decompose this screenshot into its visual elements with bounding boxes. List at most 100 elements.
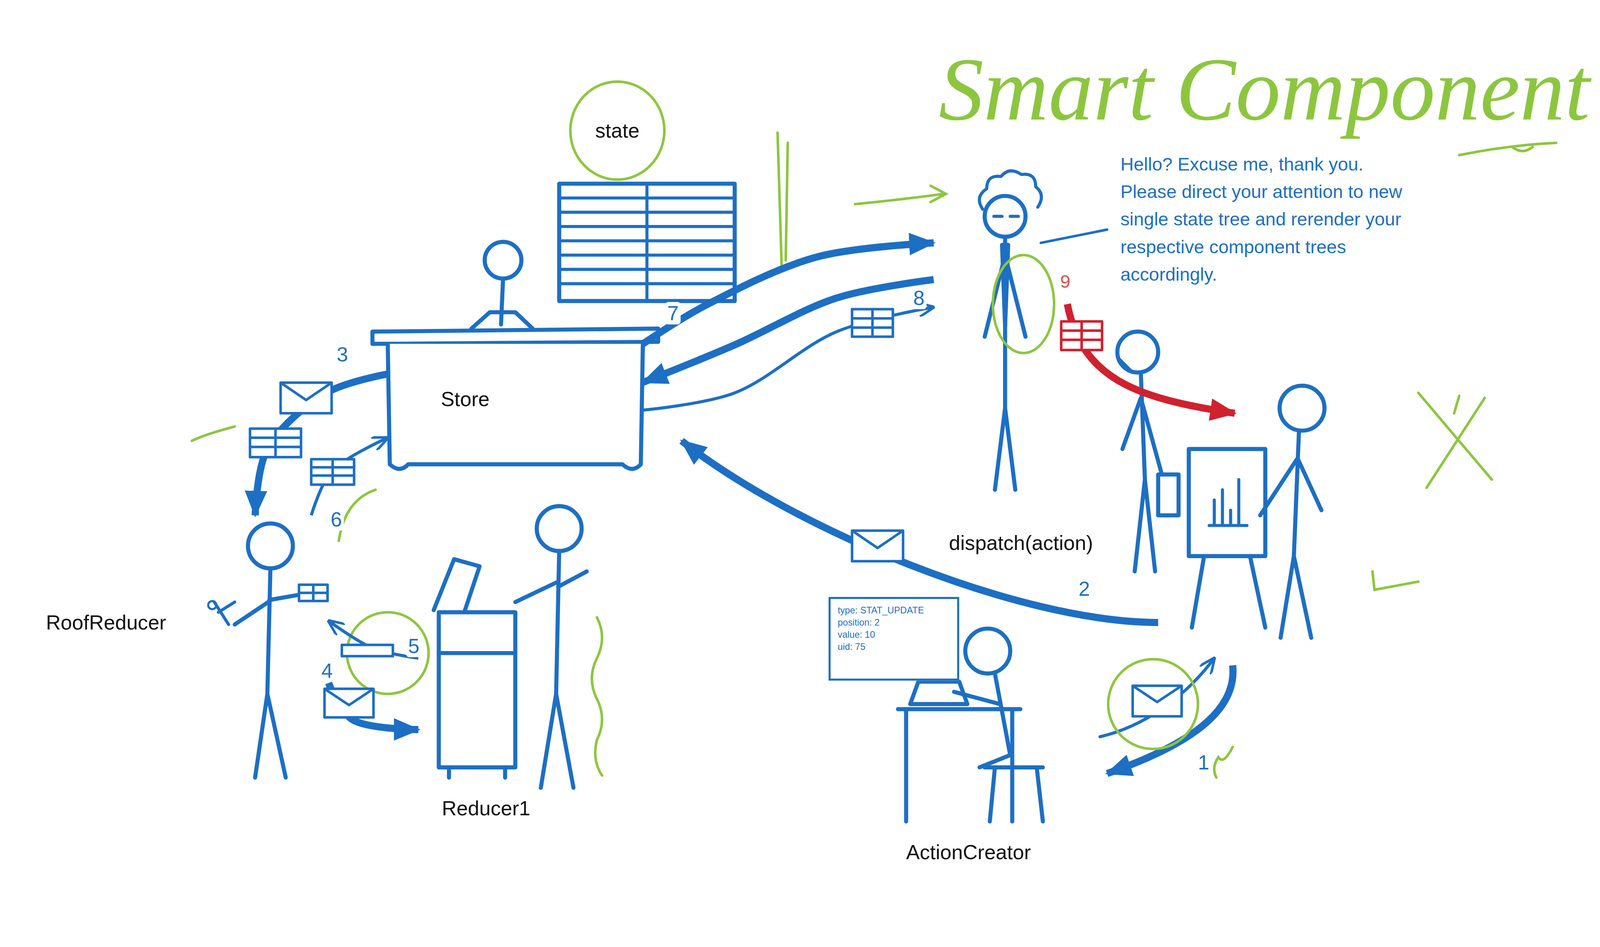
easel-legs (1191, 556, 1266, 628)
bar-chart (1209, 479, 1247, 526)
clerk-body (471, 278, 533, 329)
speech-pointer (1040, 229, 1107, 244)
desk-body (387, 343, 643, 469)
flow-arrow (328, 620, 419, 659)
table-icon (250, 428, 302, 458)
table-lines (250, 428, 302, 458)
label-anchor: 3 (334, 342, 351, 366)
node-label: ActionCreator (906, 839, 1031, 865)
store-desk: Store (387, 343, 643, 465)
envelope-flap (1132, 685, 1182, 703)
callout-number: 7 (665, 302, 681, 325)
state-table (559, 183, 735, 302)
label-anchor: 7 (665, 302, 681, 325)
event-arrow (1107, 665, 1234, 774)
state-bubble: state (568, 79, 667, 182)
callout-number: 9 (1058, 272, 1073, 293)
scissors (214, 602, 235, 625)
glasses (994, 214, 1019, 218)
flow-arrow (642, 243, 934, 345)
reducer-head (248, 523, 294, 569)
card-field: value: 10 (837, 628, 875, 642)
label-anchor: 5 (406, 634, 422, 657)
component-hair (979, 170, 1042, 210)
envelope-flap (852, 530, 904, 548)
card-field: position: 2 (837, 616, 880, 630)
callout-number: 8 (911, 286, 927, 310)
reducer1-head (536, 506, 582, 552)
card-field: uid: 75 (837, 641, 866, 654)
dispatch-arrow (681, 440, 1159, 623)
handwritten-title: Smart Component (938, 40, 1590, 140)
callout-number: 6 (328, 507, 344, 531)
action-creator: ActionCreator (897, 681, 1062, 871)
label-anchor: 8 (911, 286, 927, 310)
label-anchor: 9 (1058, 272, 1073, 293)
presenter-head (1279, 385, 1325, 431)
annotation-circle (992, 255, 1054, 354)
reducer1-body (515, 551, 587, 788)
envelope-icon (280, 382, 332, 414)
component-body (984, 236, 1026, 490)
flow-arrow (311, 437, 388, 516)
annotation-arrow (855, 185, 947, 205)
copier-details (433, 559, 516, 778)
annotations (191, 132, 1557, 778)
easel-board (1188, 448, 1266, 556)
desk-top (372, 328, 659, 344)
ellipse-outline (570, 81, 665, 180)
table-lines (311, 458, 354, 485)
annotation-cross (1418, 392, 1492, 488)
presenter-body (1260, 430, 1322, 638)
state-table-lines (559, 183, 735, 302)
envelope-icon (852, 530, 904, 562)
annotation-tick (191, 426, 235, 441)
speech-text: Hello? Excuse me, thank you. Please dire… (1120, 150, 1412, 289)
clerk-head (484, 241, 522, 279)
icon-group (250, 309, 1182, 718)
annotation-strokes (777, 132, 788, 265)
creator-body (954, 673, 1043, 822)
flow-arrow (642, 279, 934, 383)
card-field: type: STAT_UPDATE (837, 604, 924, 617)
node-label: RoofReducer (45, 610, 167, 635)
label-anchor: 2 (1076, 577, 1092, 600)
envelope-icon (1132, 685, 1182, 717)
listener-head (1117, 331, 1159, 373)
table-icon (1061, 321, 1102, 351)
action-card: type: STAT_UPDATEposition: 2value: 10uid… (828, 596, 960, 681)
headset (1117, 331, 1159, 373)
table-icon (852, 309, 893, 337)
callout-number: 2 (1076, 577, 1092, 600)
annotation-circle (1108, 659, 1198, 750)
tie (1001, 244, 1009, 327)
envelope-flap (280, 382, 332, 400)
callout-number: 4 (319, 659, 335, 682)
annotation-tick (1372, 571, 1419, 590)
annotation-arc (338, 489, 376, 541)
clipboard (1158, 474, 1179, 516)
table-icon (311, 458, 354, 485)
reducer-body (234, 568, 305, 778)
callout-number: 1 (1195, 751, 1212, 774)
reducer: Reducer1 (418, 571, 613, 827)
copier (438, 612, 516, 768)
paper-icon (341, 644, 393, 657)
table-icon (299, 584, 328, 602)
scissors (208, 600, 217, 610)
annotation-tick (1214, 747, 1233, 778)
label-anchor: 6 (328, 507, 344, 531)
node-label: Reducer1 (441, 796, 531, 821)
listener-body (1122, 372, 1164, 572)
table-lines (299, 584, 328, 602)
node-label: Store (440, 386, 490, 412)
component-head (984, 195, 1026, 237)
label-anchor: dispatch(action) (946, 531, 1096, 554)
